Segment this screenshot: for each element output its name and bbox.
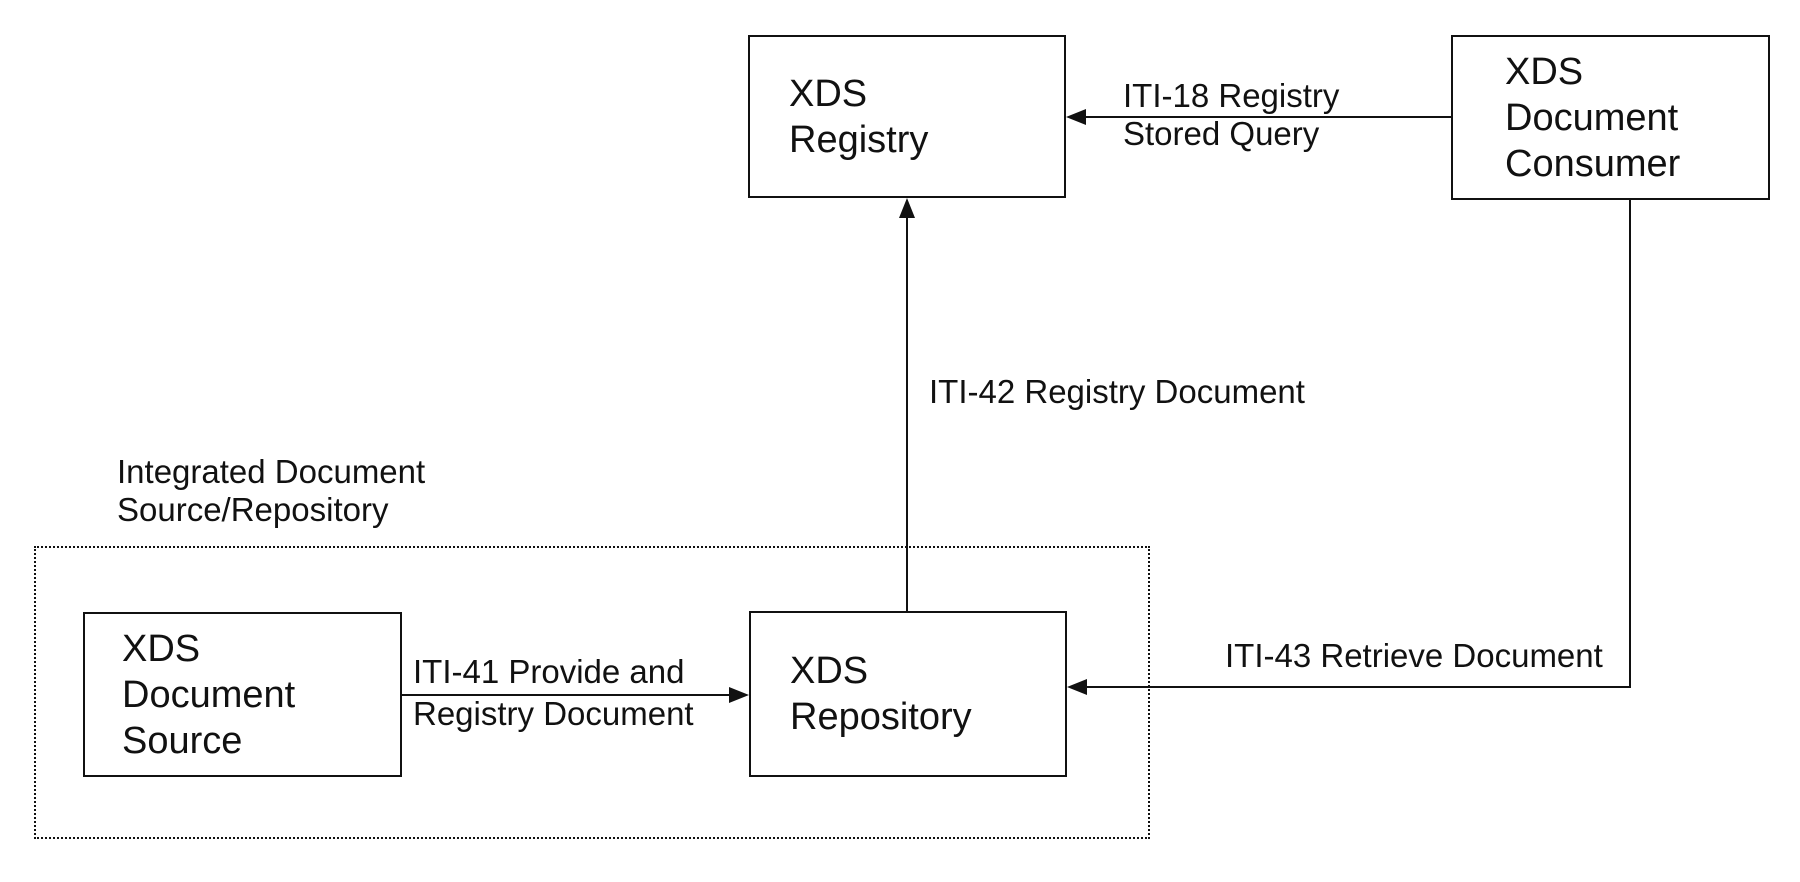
node-xds-registry: XDS Registry <box>748 35 1066 198</box>
connection-label-iti43: ITI-43 Retrieve Document <box>1225 637 1603 674</box>
node-xds-document-consumer: XDS Document Consumer <box>1451 35 1770 200</box>
arrowhead-up-icon <box>899 198 915 218</box>
node-xds-document-consumer-label: XDS Document Consumer <box>1505 50 1681 185</box>
connection-label-iti18: ITI-18 Registry Stored Query <box>1123 77 1340 152</box>
connection-label-iti41: ITI-41 Provide and Registry Document <box>413 653 694 732</box>
connection-label-iti42: ITI-42 Registry Document <box>929 373 1305 410</box>
arrowhead-left-icon <box>1066 109 1086 125</box>
arrow-iti43-retrieve-document <box>1067 200 1631 695</box>
group-integrated-document-source-repository <box>34 546 1150 839</box>
node-xds-repository: XDS Repository <box>749 611 1067 777</box>
node-xds-registry-label: XDS Registry <box>789 72 929 161</box>
group-label-integrated-document-source-repository: Integrated Document Source/Repository <box>117 453 426 528</box>
node-xds-document-source: XDS Document Source <box>83 612 402 777</box>
node-xds-document-source-label: XDS Document Source <box>122 627 296 762</box>
node-xds-repository-label: XDS Repository <box>790 650 972 738</box>
